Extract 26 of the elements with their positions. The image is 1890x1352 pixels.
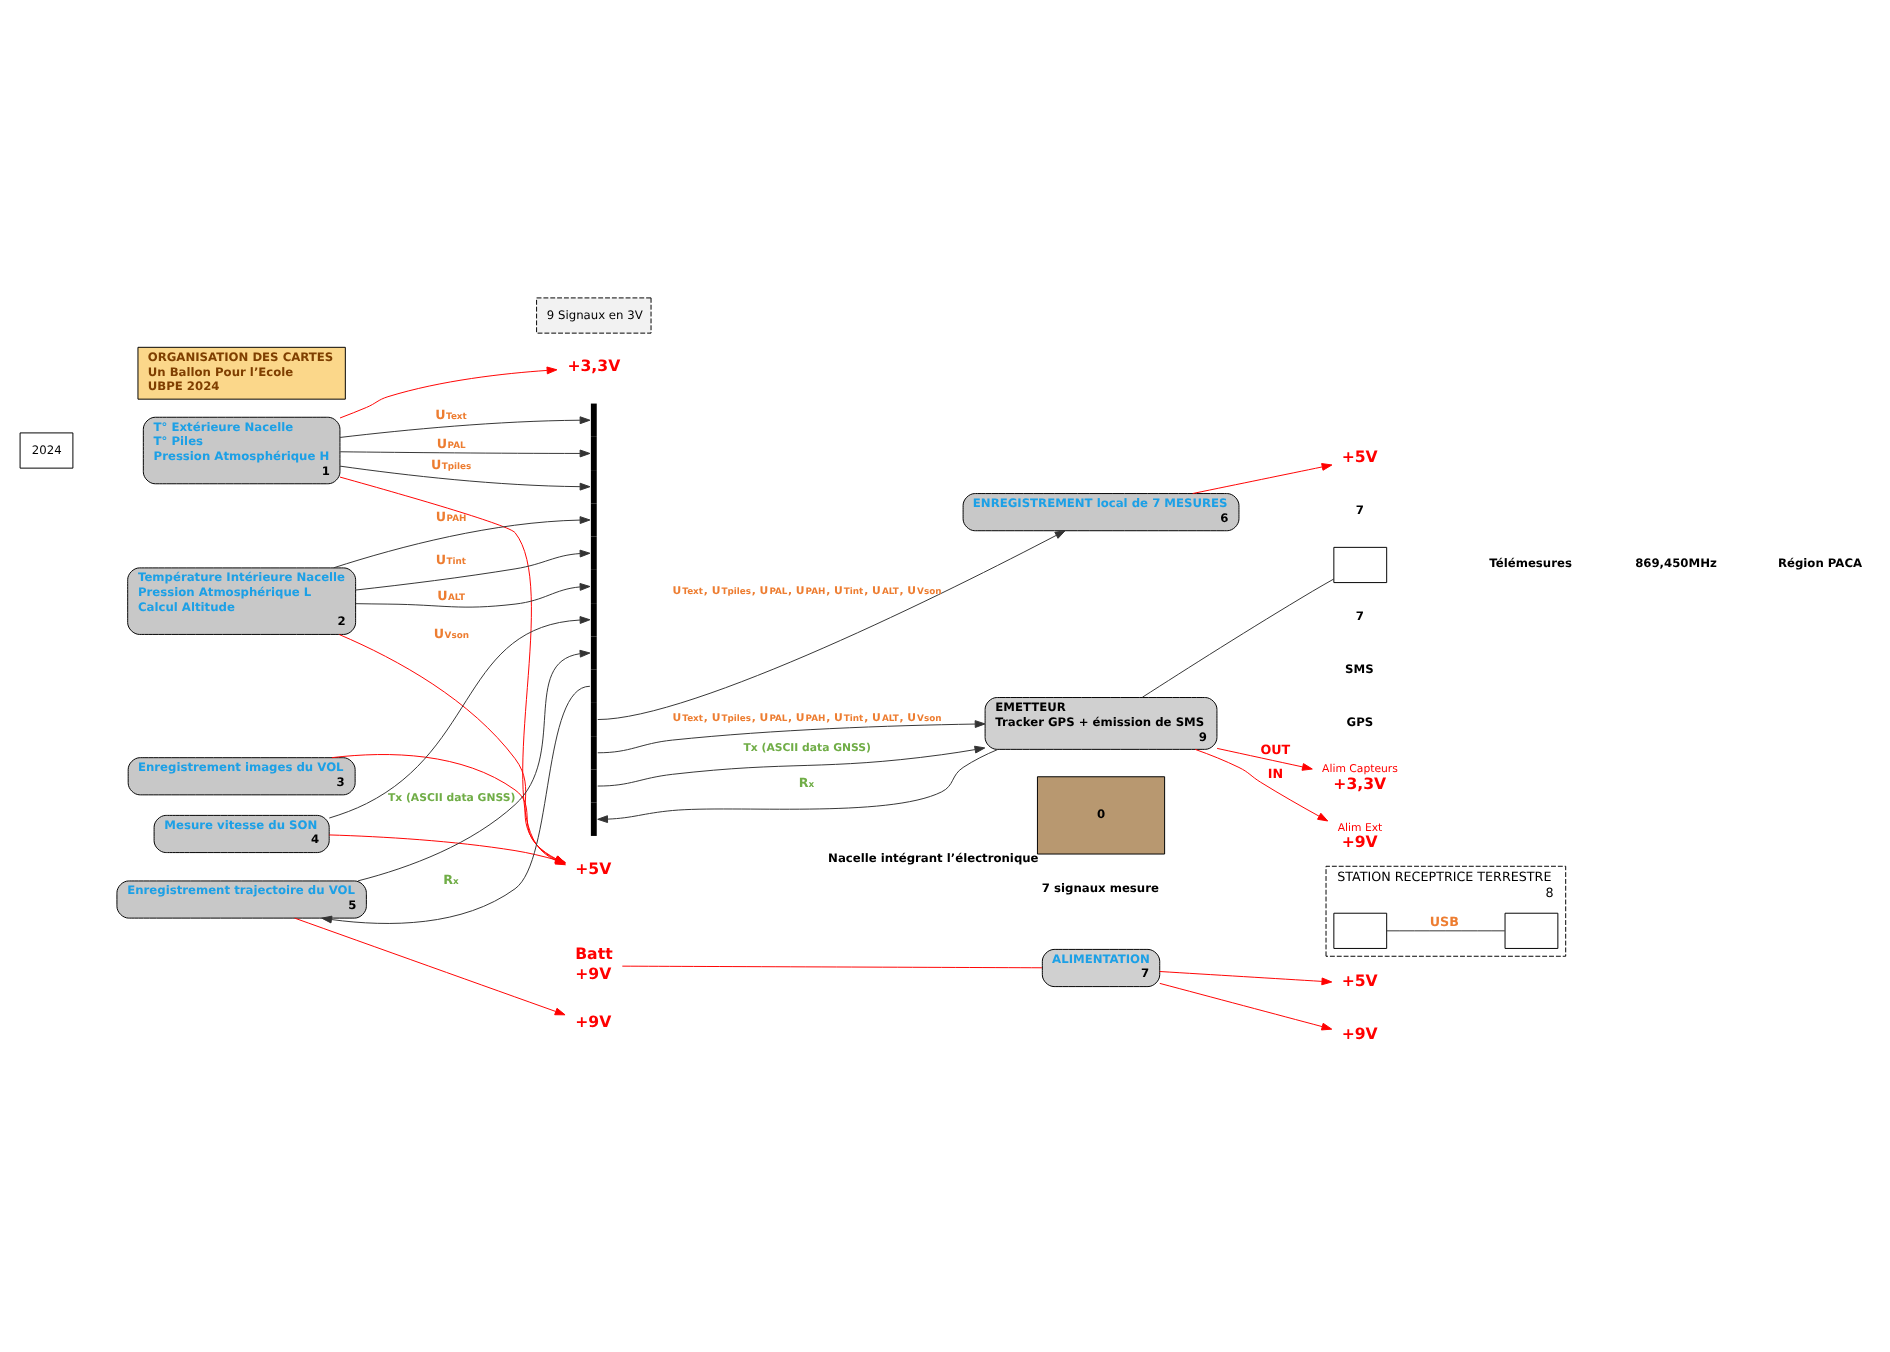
arrow	[355, 583, 591, 608]
connector	[1141, 578, 1335, 698]
arrow	[321, 685, 591, 924]
arrow	[339, 366, 558, 419]
arrow	[355, 549, 591, 591]
arrow	[597, 720, 986, 754]
arrow	[339, 449, 591, 458]
arrow	[1194, 748, 1329, 822]
arrow	[1216, 747, 1313, 771]
arrow	[597, 530, 1066, 720]
connector	[1386, 930, 1506, 932]
arrow	[339, 416, 591, 438]
arrow	[339, 465, 591, 491]
arrow	[328, 616, 591, 819]
arrow	[333, 516, 591, 569]
arrow	[597, 745, 986, 787]
arrow	[597, 749, 999, 824]
node-box	[1504, 912, 1559, 949]
arrow	[294, 917, 566, 1016]
arrow	[1159, 982, 1333, 1031]
arrow	[1159, 971, 1333, 986]
connector	[621, 965, 1043, 969]
arrow	[1192, 463, 1333, 494]
node-box	[1333, 546, 1388, 584]
node-box	[1333, 912, 1388, 949]
arrow	[357, 649, 591, 882]
